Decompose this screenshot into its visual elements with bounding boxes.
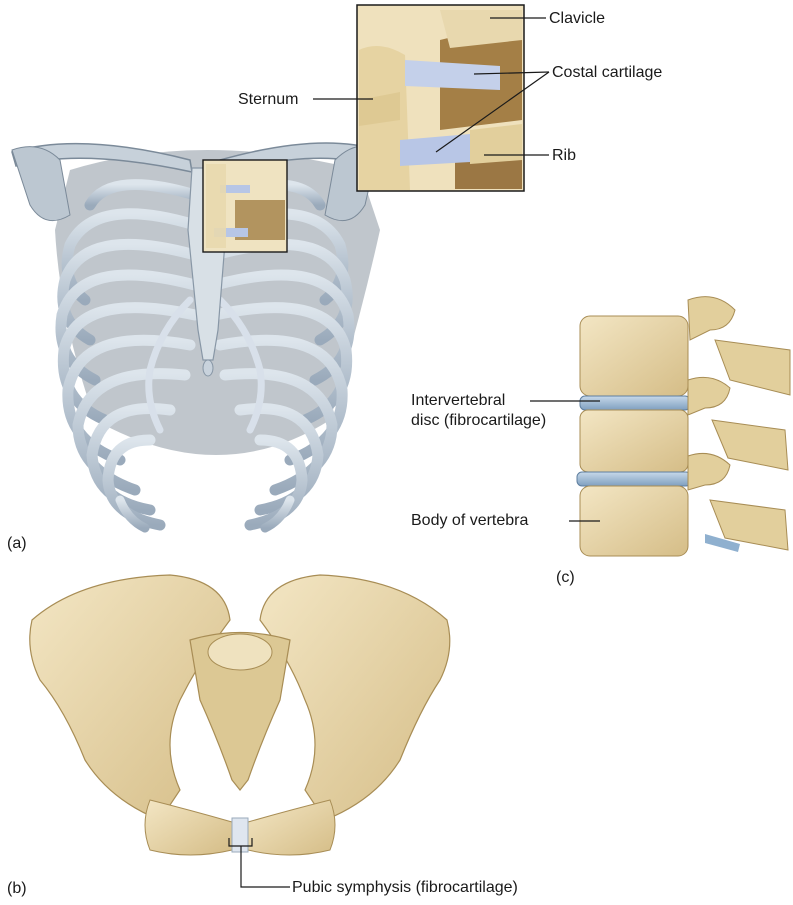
inset-rib-end: [470, 124, 522, 164]
label-costal-cartilage: Costal cartilage: [552, 63, 662, 82]
pelvis-illustration: [30, 575, 450, 855]
right-pubis: [248, 800, 335, 855]
intervertebral-disc-upper: [580, 396, 690, 410]
pubic-symphysis-cartilage: [232, 818, 248, 852]
panel-label-b: (b): [7, 879, 27, 898]
vertebra-process-2: [688, 377, 730, 415]
sacral-promontory: [208, 634, 272, 670]
vertebra-process-1: [688, 297, 735, 340]
intervertebral-disc-lower: [577, 472, 691, 486]
sternum-inset-illustration: [357, 5, 524, 191]
panel-label-a: (a): [7, 534, 27, 553]
vertebra-body-top: [580, 316, 688, 396]
label-sternum: Sternum: [238, 90, 298, 109]
label-pubic-symphysis: Pubic symphysis (fibrocartilage): [292, 878, 518, 897]
vertebral-column-illustration: [577, 297, 790, 556]
label-body-of-vertebra: Body of vertebra: [411, 511, 528, 530]
rib-cage-illustration: [12, 143, 380, 528]
inset-marker-sternum: [206, 164, 226, 248]
label-clavicle: Clavicle: [549, 9, 605, 28]
panel-label-c: (c): [556, 568, 575, 587]
vertebra-process-3: [688, 453, 730, 490]
right-ilium: [260, 575, 450, 820]
label-intervertebral-line2: disc (fibrocartilage): [411, 411, 546, 430]
label-intervertebral-line1: Intervertebral: [411, 391, 505, 410]
left-pubis: [145, 800, 232, 855]
vertebra-body-middle: [580, 410, 688, 472]
label-rib: Rib: [552, 146, 576, 165]
xiphoid-process: [203, 360, 213, 376]
